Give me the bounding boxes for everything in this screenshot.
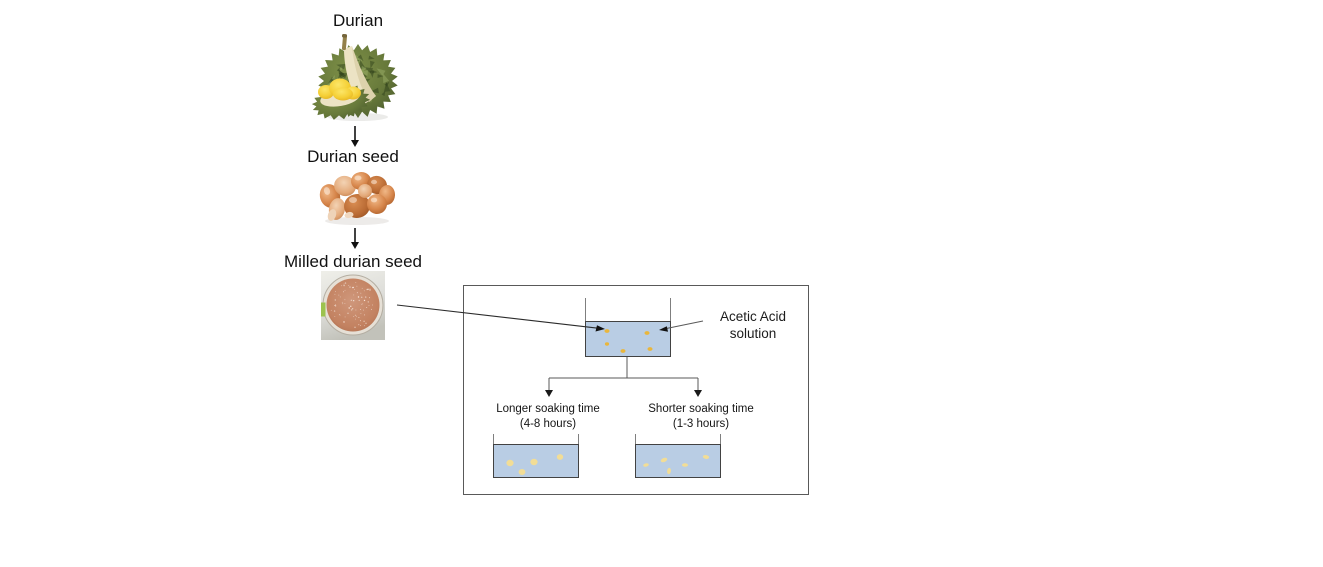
acetic-acid-liquid	[585, 321, 671, 357]
durian-stem-top	[342, 33, 348, 38]
arrow-durian-to-seed	[351, 126, 359, 147]
beaker-wall	[578, 434, 579, 445]
shorter-soaking-line2: (1-3 hours)	[672, 418, 730, 430]
milled-durian-seed-label: Milled durian seed	[284, 252, 422, 271]
powder	[326, 278, 380, 332]
milled-durian-seed-image	[321, 271, 385, 340]
shorter-soaking-label: Shorter soaking time (1-3 hours)	[631, 402, 771, 432]
durian-label: Durian	[332, 11, 384, 30]
durian-image	[312, 33, 398, 121]
soaking-beaker	[585, 298, 671, 357]
beaker-wall	[493, 434, 494, 445]
longer-soaking-label: Longer soaking time (4-8 hours)	[478, 402, 618, 432]
longer-soaking-line2: (4-8 hours)	[519, 418, 577, 430]
powder-speckles	[330, 281, 373, 328]
small-seeds	[643, 455, 710, 475]
green-strip	[321, 302, 326, 317]
soaking-seeds	[604, 329, 653, 353]
shorter-soak-liquid	[635, 444, 721, 478]
durian-inner-shadow	[352, 46, 376, 102]
durian-seeds-image	[319, 171, 396, 225]
seed-cluster	[319, 171, 396, 221]
shorter-soak-beaker	[635, 434, 721, 478]
longer-soak-beaker	[493, 434, 579, 478]
beaker-wall	[585, 298, 586, 322]
seeds-shadow	[325, 217, 389, 225]
swollen-seeds	[506, 454, 564, 475]
durian-flesh	[318, 78, 361, 101]
durian-stem	[341, 35, 347, 51]
acetic-acid-label: Acetic Acid solution	[705, 308, 801, 342]
durian-seed-label: Durian seed	[307, 147, 399, 166]
longer-soaking-line1: Longer soaking time	[496, 403, 600, 415]
shorter-soaking-line1: Shorter soaking time	[648, 403, 754, 415]
beaker-wall	[635, 434, 636, 445]
acetic-acid-label-line2: solution	[729, 326, 777, 341]
acetic-acid-label-line1: Acetic Acid	[719, 309, 787, 324]
arrow-seed-to-milled	[351, 228, 359, 249]
longer-soak-liquid	[493, 444, 579, 478]
beaker-wall	[670, 298, 671, 322]
beaker-wall	[720, 434, 721, 445]
process-box	[463, 285, 809, 495]
seed-gloss	[323, 175, 378, 203]
